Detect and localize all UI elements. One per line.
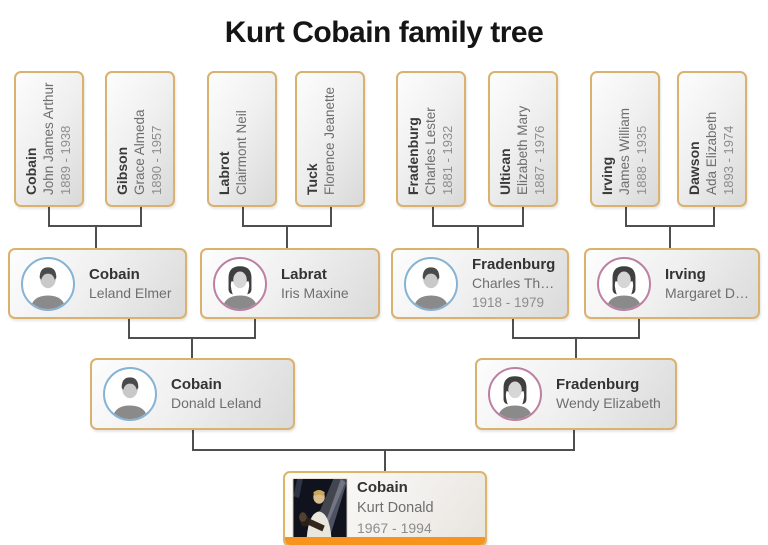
person-text: Labrat Iris Maxine [281,265,357,303]
connector-line [638,319,640,338]
ancestor-card-content: Fradenburg Charles Lester 1881 - 1932 [398,73,464,205]
grandparent-card-cobain-leland[interactable]: Cobain Leland Elmer [8,248,187,319]
surname: Cobain [171,376,222,393]
given-name: Wendy Elizabeth [556,395,661,411]
male-avatar-icon [404,256,458,311]
surname: Cobain [89,265,140,283]
surname: Cobain [23,147,39,195]
connector-line [95,226,97,248]
connector-line [477,226,479,248]
root-person-card-kurt-cobain[interactable]: Cobain Kurt Donald 1967 - 1994 [283,471,487,545]
surname: Labrat [281,265,327,283]
connector-line [242,207,244,226]
surname: Dawson [686,141,702,195]
connector-line [512,319,514,338]
page-title: Kurt Cobain family tree [224,16,544,49]
surname: Ultican [497,148,513,195]
female-avatar-icon [213,256,267,311]
female-avatar-icon [488,367,542,421]
ancestor-card-cobain-john[interactable]: Cobain John James Arthur 1889 - 1938 [14,71,84,207]
person-text: Cobain Donald Leland [171,375,269,413]
given-name: Elizabeth Mary [515,105,530,195]
connector-line [330,207,332,226]
life-years: 1887 - 1976 [532,125,547,195]
connector-line [48,207,50,226]
connector-line [432,207,434,226]
selected-indicator [285,537,485,545]
person-text: Irving Margaret Daws... [665,265,758,303]
connector-line [140,207,142,226]
ancestor-card-content: Cobain John James Arthur 1889 - 1938 [16,73,82,205]
ancestor-card-irving-james[interactable]: Irving James William 1888 - 1935 [590,71,660,207]
surname: Cobain [357,479,408,496]
given-name: Grace Almeda [132,109,147,195]
kurt-cobain-photo [292,478,348,539]
ancestor-card-ultican-elizabeth[interactable]: Ultican Elizabeth Mary 1887 - 1976 [488,71,558,207]
surname: Irving [599,156,615,195]
connector-line [573,430,575,450]
person-text: Cobain Kurt Donald 1967 - 1994 [357,478,434,538]
given-name: Clairmont Neil [234,110,249,195]
ancestor-card-gibson-grace[interactable]: Gibson Grace Almeda 1890 - 1957 [105,71,175,207]
given-name: James William [617,107,632,195]
ancestor-card-tuck-florence[interactable]: Tuck Florence Jeanette [295,71,365,207]
ancestor-card-content: Ultican Elizabeth Mary 1887 - 1976 [490,73,556,205]
male-avatar-icon [21,256,75,311]
given-name: Ada Elizabeth [704,111,719,195]
life-years: 1893 - 1974 [721,125,736,195]
given-name: John James Arthur [41,82,56,195]
given-name: Charles Thomas [472,275,559,291]
female-avatar-icon [597,256,651,311]
given-name: Florence Jeanette [322,86,337,195]
parent-card-cobain-donald[interactable]: Cobain Donald Leland [90,358,295,430]
ancestor-card-labrot-clairmont[interactable]: Labrot Clairmont Neil [207,71,277,207]
given-name: Charles Lester [423,107,438,195]
person-text: Cobain Leland Elmer [89,265,180,303]
given-name: Donald Leland [171,395,262,411]
connector-line [384,450,386,471]
surname: Fradenburg [405,117,421,195]
ancestor-card-content: Labrot Clairmont Neil [209,73,275,205]
given-name: Kurt Donald [357,500,434,516]
surname: Labrot [216,151,232,195]
life-years: 1890 - 1957 [149,125,164,195]
connector-line [128,319,130,338]
given-name: Iris Maxine [281,284,349,301]
connector-line [286,226,288,248]
ancestor-card-content: Irving James William 1888 - 1935 [592,73,658,205]
person-text: Fradenburg Charles Thomas 1918 - 1979 [472,255,567,312]
surname: Fradenburg [472,256,556,273]
ancestor-card-fradenburg-charles[interactable]: Fradenburg Charles Lester 1881 - 1932 [396,71,466,207]
surname: Gibson [114,146,130,195]
grandparent-card-labrat-iris[interactable]: Labrat Iris Maxine [200,248,380,319]
given-name: Leland Elmer [89,284,172,301]
ancestor-card-content: Dawson Ada Elizabeth 1893 - 1974 [679,73,745,205]
connector-line [192,449,575,451]
surname: Tuck [304,163,320,195]
connector-line [522,207,524,226]
life-years: 1918 - 1979 [472,295,545,310]
life-years: 1881 - 1932 [440,125,455,195]
life-years: 1888 - 1935 [634,125,649,195]
ancestor-card-content: Gibson Grace Almeda 1890 - 1957 [107,73,173,205]
connector-line [669,226,671,248]
life-years: 1889 - 1938 [58,125,73,195]
connector-line [575,338,577,358]
connector-line [254,319,256,338]
connector-line [192,430,194,450]
surname: Irving [665,265,706,283]
grandparent-card-irving-margaret[interactable]: Irving Margaret Daws... [584,248,760,319]
given-name: Margaret Daws... [665,284,750,301]
ancestor-card-content: Tuck Florence Jeanette [297,73,363,205]
life-years: 1967 - 1994 [357,520,432,536]
connector-line [625,207,627,226]
connector-line [191,338,193,358]
parent-card-fradenburg-wendy[interactable]: Fradenburg Wendy Elizabeth [475,358,677,430]
surname: Fradenburg [556,376,640,393]
person-text: Fradenburg Wendy Elizabeth [556,375,669,413]
grandparent-card-fradenburg-charles[interactable]: Fradenburg Charles Thomas 1918 - 1979 [391,248,569,319]
connector-line [713,207,715,226]
ancestor-card-dawson-ada[interactable]: Dawson Ada Elizabeth 1893 - 1974 [677,71,747,207]
male-avatar-icon [103,367,157,421]
